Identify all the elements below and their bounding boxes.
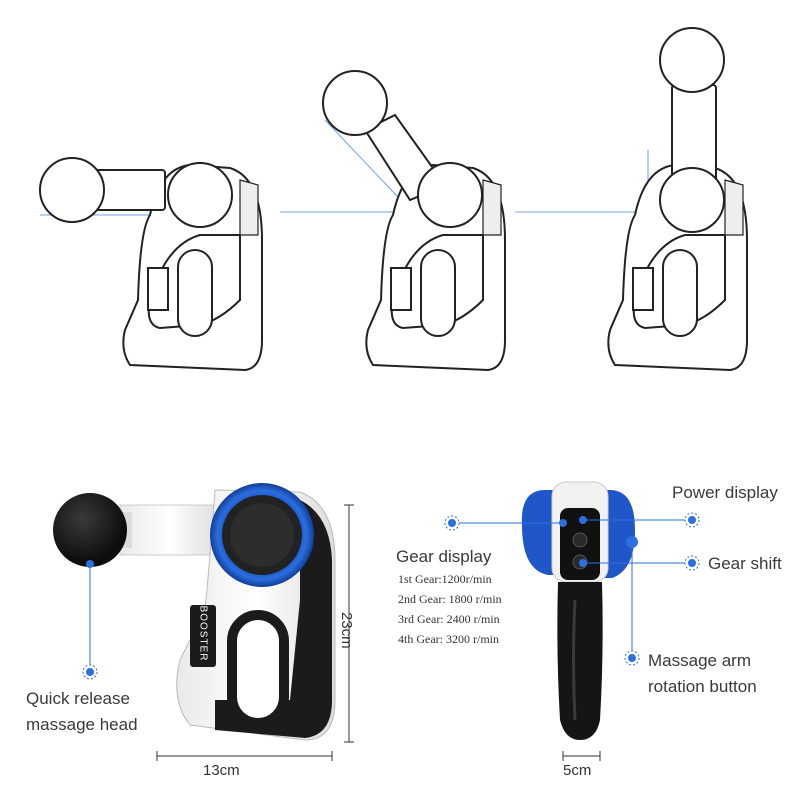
gear-3-speed: 3rd Gear: 2400 r/min: [398, 612, 500, 626]
quick-release-label-line1: Quick release: [26, 689, 130, 708]
gear-display-label: Gear display: [396, 547, 492, 566]
thickness-dimension: 5cm: [563, 762, 592, 779]
width-dimension: 13cm: [203, 762, 240, 779]
gun-drawing-angled: [280, 70, 506, 372]
gear-2-speed: 2nd Gear: 1800 r/min: [398, 592, 502, 606]
rotation-button-label-line2: rotation button: [648, 677, 757, 696]
power-display-label: Power display: [672, 483, 778, 502]
gear-4-speed: 4th Gear: 3200 r/min: [398, 632, 499, 646]
rotation-button-label-line1: Massage arm: [648, 651, 751, 670]
gear-1-speed: 1st Gear:1200r/min: [398, 572, 492, 586]
gear-shift-label: Gear shift: [708, 554, 782, 573]
gun-drawing-horizontal: [39, 157, 263, 372]
quick-release-label-line2: massage head: [26, 715, 138, 734]
gun-drawing-vertical: [515, 27, 748, 372]
